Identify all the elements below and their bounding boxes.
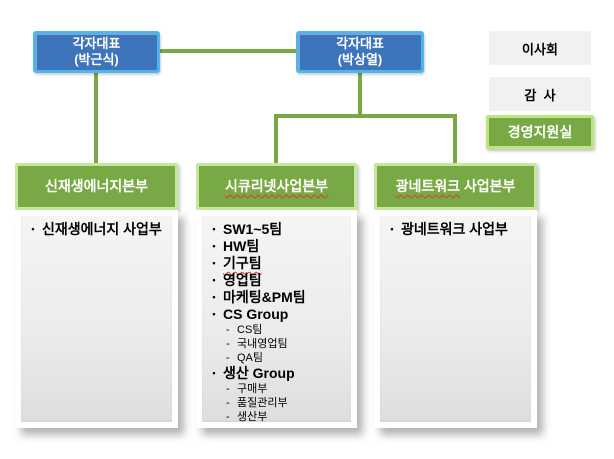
dash-icon: - (226, 352, 230, 364)
connector-branch-right-drop (453, 114, 457, 164)
board-of-directors-box: 이사회 (489, 31, 591, 65)
org-unit-label: 영업팀 (223, 272, 262, 288)
bullet-icon: • (212, 292, 216, 302)
org-unit-list: •SW1~5팀•HW팀•기구팀•영업팀•마케팅&PM팀•CS Group-CS팀… (202, 216, 351, 424)
ceo-title: 각자대표 (72, 36, 121, 51)
org-unit-label: 국내영업팀 (237, 338, 288, 350)
org-unit-item: -구매부 (205, 382, 350, 396)
connector-ceo1-division1 (94, 72, 98, 164)
division-column-optical-network: 광네트워크 사업본부 • 광네트워크 사업부 (374, 163, 537, 428)
bullet-icon: • (212, 309, 216, 319)
connector-ceo-to-ceo (160, 49, 296, 53)
org-unit-label: 기구팀 (223, 255, 262, 271)
division-column-renewable-energy: 신재생에너지본부 • 신재생에너지 사업부 (15, 163, 178, 428)
division-title: 사업본부 (459, 178, 516, 194)
org-unit-item: • 영업팀 (205, 272, 350, 289)
bullet-icon: • (390, 224, 394, 234)
org-unit-list: • 신재생에너지 사업부 (21, 216, 172, 238)
org-unit-item: -생산부 (205, 410, 350, 424)
org-unit-item: • SW1~5팀 (205, 221, 350, 238)
bullet-icon: • (31, 224, 35, 234)
org-unit-item: -CS팀 (205, 323, 350, 337)
org-unit-item: • 마케팅&PM팀 (205, 289, 350, 306)
dash-icon: - (226, 411, 230, 423)
bullet-icon: • (212, 258, 216, 268)
dash-icon: - (226, 383, 230, 395)
bullet-icon: • (212, 224, 216, 234)
bullet-icon: • (212, 275, 216, 285)
division-column-securenet: 시큐리넷사업본부 • SW1~5팀 • HW팀 • 기구팀 • 영업팀 • 마케팅&PM팀 • CS … (196, 163, 357, 428)
org-unit-label: CS팀 (237, 324, 263, 336)
org-unit-item: • 기구팀 (205, 255, 350, 272)
org-unit-label: CS Group (223, 306, 289, 322)
org-unit-item: • 광네트워크 사업부 (383, 221, 530, 238)
connector-ceo2-stem (358, 72, 362, 118)
division-title: 신재생에너지본부 (44, 178, 149, 194)
ceo-box-park-geunsik: 각자대표 (박근식) (33, 31, 160, 73)
division-body-panel: • 신재생에너지 사업부 (15, 210, 178, 428)
org-unit-label: 구매부 (237, 383, 268, 395)
division-header: 시큐리넷사업본부 (196, 163, 357, 210)
management-support-box: 경영지원실 (486, 115, 594, 149)
division-title-marked: 광네트워크 (395, 178, 460, 194)
bullet-icon: • (212, 368, 216, 378)
org-unit-label: 생산부 (237, 411, 268, 423)
bullet-icon: • (212, 241, 216, 251)
connector-branch-left-drop (274, 114, 278, 164)
ceo-name: (박근식) (74, 52, 119, 67)
org-unit-label: QA팀 (237, 352, 264, 364)
org-unit-label: HW팀 (223, 238, 260, 254)
connector-branch-horizontal (274, 114, 457, 118)
division-body-panel: •SW1~5팀•HW팀•기구팀•영업팀•마케팅&PM팀•CS Group-CS팀… (196, 210, 357, 428)
org-unit-item: • 생산 Group (205, 365, 350, 382)
org-unit-item: -QA팀 (205, 351, 350, 365)
org-unit-list: • 광네트워크 사업부 (380, 216, 531, 238)
org-unit-label: 생산 Group (223, 365, 295, 381)
division-title-marked: 시큐리넷사업본부 (224, 178, 329, 194)
ceo-box-park-sangyeol: 각자대표 (박상열) (296, 31, 424, 73)
division-header: 신재생에너지본부 (15, 163, 178, 210)
division-header: 광네트워크 사업본부 (374, 163, 537, 210)
org-unit-item: • HW팀 (205, 238, 350, 255)
org-unit-item: -국내영업팀 (205, 337, 350, 351)
org-unit-item: • CS Group (205, 306, 350, 323)
org-unit-label: 광네트워크 사업부 (401, 221, 508, 237)
division-body-panel: • 광네트워크 사업부 (374, 210, 537, 428)
org-unit-item: -품질관리부 (205, 396, 350, 410)
dash-icon: - (226, 324, 230, 336)
org-unit-label: 마케팅&PM팀 (223, 289, 306, 305)
dash-icon: - (226, 338, 230, 350)
dash-icon: - (226, 397, 230, 409)
org-unit-label: SW1~5팀 (223, 221, 283, 237)
org-unit-label: 품질관리부 (237, 397, 288, 409)
ceo-title: 각자대표 (336, 36, 384, 51)
org-unit-label: 신재생에너지 사업부 (42, 221, 162, 237)
auditor-box: 감 사 (489, 77, 591, 111)
ceo-name: (박상열) (337, 52, 383, 67)
org-unit-item: • 신재생에너지 사업부 (24, 221, 171, 238)
